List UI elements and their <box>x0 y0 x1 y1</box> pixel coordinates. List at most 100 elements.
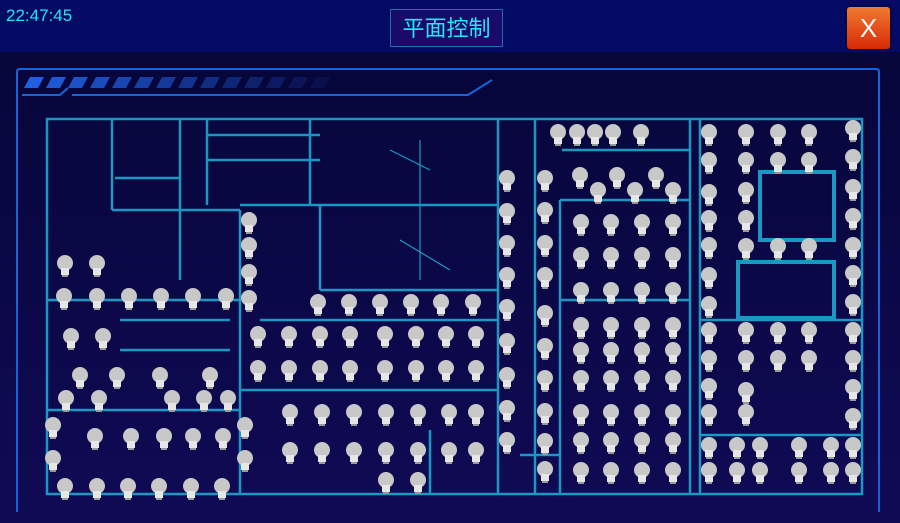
light-bulb-icon[interactable] <box>537 338 553 360</box>
light-bulb-icon[interactable] <box>403 294 419 316</box>
light-bulb-icon[interactable] <box>537 305 553 327</box>
light-bulb-icon[interactable] <box>342 326 358 348</box>
light-bulb-icon[interactable] <box>95 328 111 350</box>
light-bulb-icon[interactable] <box>312 360 328 382</box>
light-bulb-icon[interactable] <box>408 360 424 382</box>
light-bulb-icon[interactable] <box>438 326 454 348</box>
light-bulb-icon[interactable] <box>63 328 79 350</box>
light-bulb-icon[interactable] <box>633 124 649 146</box>
light-bulb-icon[interactable] <box>152 367 168 389</box>
light-bulb-icon[interactable] <box>237 450 253 472</box>
light-bulb-icon[interactable] <box>241 237 257 259</box>
light-bulb-icon[interactable] <box>153 288 169 310</box>
light-bulb-icon[interactable] <box>468 360 484 382</box>
light-bulb-icon[interactable] <box>164 390 180 412</box>
light-bulb-icon[interactable] <box>845 437 861 459</box>
light-bulb-icon[interactable] <box>845 120 861 142</box>
light-bulb-icon[interactable] <box>499 170 515 192</box>
light-bulb-icon[interactable] <box>120 478 136 500</box>
light-bulb-icon[interactable] <box>634 432 650 454</box>
light-bulb-icon[interactable] <box>72 367 88 389</box>
light-bulb-icon[interactable] <box>634 342 650 364</box>
light-bulb-icon[interactable] <box>634 462 650 484</box>
light-bulb-icon[interactable] <box>701 237 717 259</box>
light-bulb-icon[interactable] <box>701 437 717 459</box>
light-bulb-icon[interactable] <box>499 203 515 225</box>
light-bulb-icon[interactable] <box>587 124 603 146</box>
light-bulb-icon[interactable] <box>378 472 394 494</box>
light-bulb-icon[interactable] <box>441 442 457 464</box>
light-bulb-icon[interactable] <box>845 265 861 287</box>
light-bulb-icon[interactable] <box>314 442 330 464</box>
light-bulb-icon[interactable] <box>738 152 754 174</box>
light-bulb-icon[interactable] <box>250 326 266 348</box>
light-bulb-icon[interactable] <box>609 167 625 189</box>
light-bulb-icon[interactable] <box>282 442 298 464</box>
light-bulb-icon[interactable] <box>342 360 358 382</box>
light-bulb-icon[interactable] <box>701 322 717 344</box>
light-bulb-icon[interactable] <box>770 350 786 372</box>
light-bulb-icon[interactable] <box>845 350 861 372</box>
light-bulb-icon[interactable] <box>378 404 394 426</box>
light-bulb-icon[interactable] <box>845 149 861 171</box>
light-bulb-icon[interactable] <box>215 428 231 450</box>
light-bulb-icon[interactable] <box>665 214 681 236</box>
light-bulb-icon[interactable] <box>185 428 201 450</box>
light-bulb-icon[interactable] <box>468 326 484 348</box>
light-bulb-icon[interactable] <box>45 417 61 439</box>
light-bulb-icon[interactable] <box>770 322 786 344</box>
light-bulb-icon[interactable] <box>634 370 650 392</box>
light-bulb-icon[interactable] <box>627 182 643 204</box>
light-bulb-icon[interactable] <box>665 404 681 426</box>
light-bulb-icon[interactable] <box>377 326 393 348</box>
light-bulb-icon[interactable] <box>312 326 328 348</box>
light-bulb-icon[interactable] <box>845 294 861 316</box>
light-bulb-icon[interactable] <box>89 478 105 500</box>
light-bulb-icon[interactable] <box>378 442 394 464</box>
light-bulb-icon[interactable] <box>156 428 172 450</box>
light-bulb-icon[interactable] <box>845 379 861 401</box>
light-bulb-icon[interactable] <box>537 202 553 224</box>
light-bulb-icon[interactable] <box>537 461 553 483</box>
light-bulb-icon[interactable] <box>537 433 553 455</box>
light-bulb-icon[interactable] <box>701 378 717 400</box>
light-bulb-icon[interactable] <box>310 294 326 316</box>
light-bulb-icon[interactable] <box>573 342 589 364</box>
light-bulb-icon[interactable] <box>770 238 786 260</box>
light-bulb-icon[interactable] <box>282 404 298 426</box>
light-bulb-icon[interactable] <box>603 214 619 236</box>
light-bulb-icon[interactable] <box>499 432 515 454</box>
light-bulb-icon[interactable] <box>58 390 74 412</box>
light-bulb-icon[interactable] <box>603 404 619 426</box>
light-bulb-icon[interactable] <box>573 404 589 426</box>
light-bulb-icon[interactable] <box>738 124 754 146</box>
light-bulb-icon[interactable] <box>91 390 107 412</box>
close-button[interactable]: X <box>847 7 890 49</box>
light-bulb-icon[interactable] <box>499 267 515 289</box>
light-bulb-icon[interactable] <box>573 214 589 236</box>
light-bulb-icon[interactable] <box>57 478 73 500</box>
light-bulb-icon[interactable] <box>738 404 754 426</box>
light-bulb-icon[interactable] <box>845 408 861 430</box>
light-bulb-icon[interactable] <box>499 367 515 389</box>
light-bulb-icon[interactable] <box>537 267 553 289</box>
light-bulb-icon[interactable] <box>220 390 236 412</box>
light-bulb-icon[interactable] <box>89 288 105 310</box>
light-bulb-icon[interactable] <box>665 462 681 484</box>
light-bulb-icon[interactable] <box>121 288 137 310</box>
light-bulb-icon[interactable] <box>537 403 553 425</box>
light-bulb-icon[interactable] <box>801 350 817 372</box>
light-bulb-icon[interactable] <box>701 462 717 484</box>
light-bulb-icon[interactable] <box>183 478 199 500</box>
light-bulb-icon[interactable] <box>151 478 167 500</box>
light-bulb-icon[interactable] <box>801 152 817 174</box>
light-bulb-icon[interactable] <box>87 428 103 450</box>
light-bulb-icon[interactable] <box>314 404 330 426</box>
light-bulb-icon[interactable] <box>701 184 717 206</box>
light-bulb-icon[interactable] <box>738 210 754 232</box>
light-bulb-icon[interactable] <box>499 235 515 257</box>
light-bulb-icon[interactable] <box>634 247 650 269</box>
light-bulb-icon[interactable] <box>499 400 515 422</box>
light-bulb-icon[interactable] <box>89 255 105 277</box>
light-bulb-icon[interactable] <box>605 124 621 146</box>
